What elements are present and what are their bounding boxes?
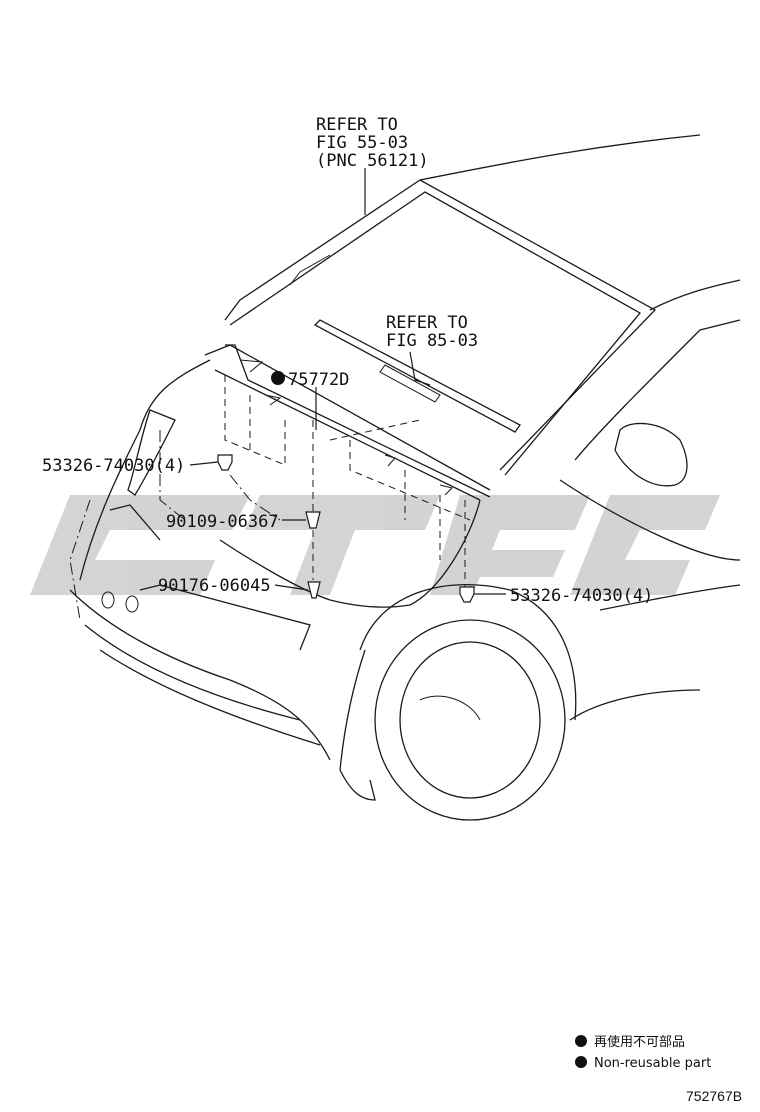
assembly-lines: [69, 375, 471, 621]
illustration-id: 752767B: [686, 1088, 742, 1104]
cowl-louver: [225, 344, 491, 498]
fastener-clip-right: [459, 586, 475, 603]
a-pillar-line: [649, 279, 741, 311]
molding-clip-left: [289, 254, 331, 286]
leader-lines: [189, 168, 506, 595]
wheel-hub: [419, 695, 481, 721]
louver-slot-3: [384, 454, 396, 467]
part-number-clip-right: 53326-74030(4): [510, 586, 653, 606]
hood-rear-edge: [214, 369, 481, 501]
part-number-75772d: 75772D: [288, 370, 349, 390]
hood-front-edge: [219, 539, 331, 601]
bumper-grille: [99, 649, 321, 746]
bumper-lower: [84, 624, 301, 721]
door-line: [559, 479, 741, 561]
refer-wiper-line1: REFER TO: [386, 313, 468, 333]
lower-sill: [569, 689, 701, 721]
fastener-screw-lower: [307, 581, 321, 599]
part-number-clip-left: 53326-74030(4): [42, 456, 185, 476]
hood-left-edge: [79, 359, 211, 581]
louver-front: [225, 344, 491, 498]
louver-slot-1: [239, 359, 264, 373]
wiper-assembly: [313, 319, 521, 433]
windshield-outer: [224, 179, 657, 471]
callout-75772d: 75772D: [271, 370, 349, 390]
part-number-screw-upper: 90109-06367: [166, 512, 279, 532]
part-number-screw-lower: 90176-06045: [158, 576, 271, 596]
legend-dot-jp: [575, 1035, 587, 1047]
leader-refer-wiper: [409, 351, 431, 386]
louver-slot-2: [264, 394, 282, 406]
fastener-clip-left: [217, 454, 233, 471]
fender-corner: [339, 769, 376, 801]
louver-slot-4: [439, 484, 453, 496]
tire-inner: [399, 641, 541, 799]
fastener-screw-upper: [305, 511, 321, 529]
callout-refer-windshield: REFER TO FIG 55-03 (PNC 56121): [316, 115, 429, 171]
refer-windshield-line1: REFER TO: [316, 115, 398, 135]
non-reusable-dot: [271, 371, 285, 385]
refer-windshield-line2: FIG 55-03: [316, 133, 408, 153]
refer-wiper-line2: FIG 85-03: [386, 331, 478, 351]
legend: 再使用不可部品 Non-reusable part: [575, 1034, 711, 1071]
foglamp-right: [125, 595, 139, 613]
legend-english: Non-reusable part: [594, 1056, 711, 1071]
roof-line: [419, 134, 701, 181]
foglamp-left: [101, 591, 115, 609]
door-mirror: [614, 422, 688, 487]
cowl-edge: [204, 344, 491, 491]
grille-opening: [139, 584, 311, 651]
wiper-blade: [313, 319, 521, 433]
wiper-arm: [379, 364, 441, 403]
beltline: [574, 319, 741, 461]
legend-japanese: 再使用不可部品: [594, 1034, 685, 1050]
car-body: [69, 134, 741, 821]
legend-dot-en: [575, 1056, 587, 1068]
callout-refer-wiper: REFER TO FIG 85-03: [386, 313, 478, 351]
intake-left: [109, 504, 161, 541]
fender-edge: [339, 649, 366, 771]
windshield-inner: [229, 191, 641, 476]
hood-front-right: [329, 499, 481, 608]
headlamp-left: [127, 409, 176, 496]
leader-screw-lower: [274, 584, 309, 591]
refer-windshield-line3: (PNC 56121): [316, 151, 429, 171]
rocker-line: [599, 584, 741, 611]
bumper-upper: [69, 589, 331, 761]
tire-outer: [374, 619, 566, 821]
wheel-arch: [359, 584, 577, 721]
leader-clip-left: [189, 461, 219, 466]
